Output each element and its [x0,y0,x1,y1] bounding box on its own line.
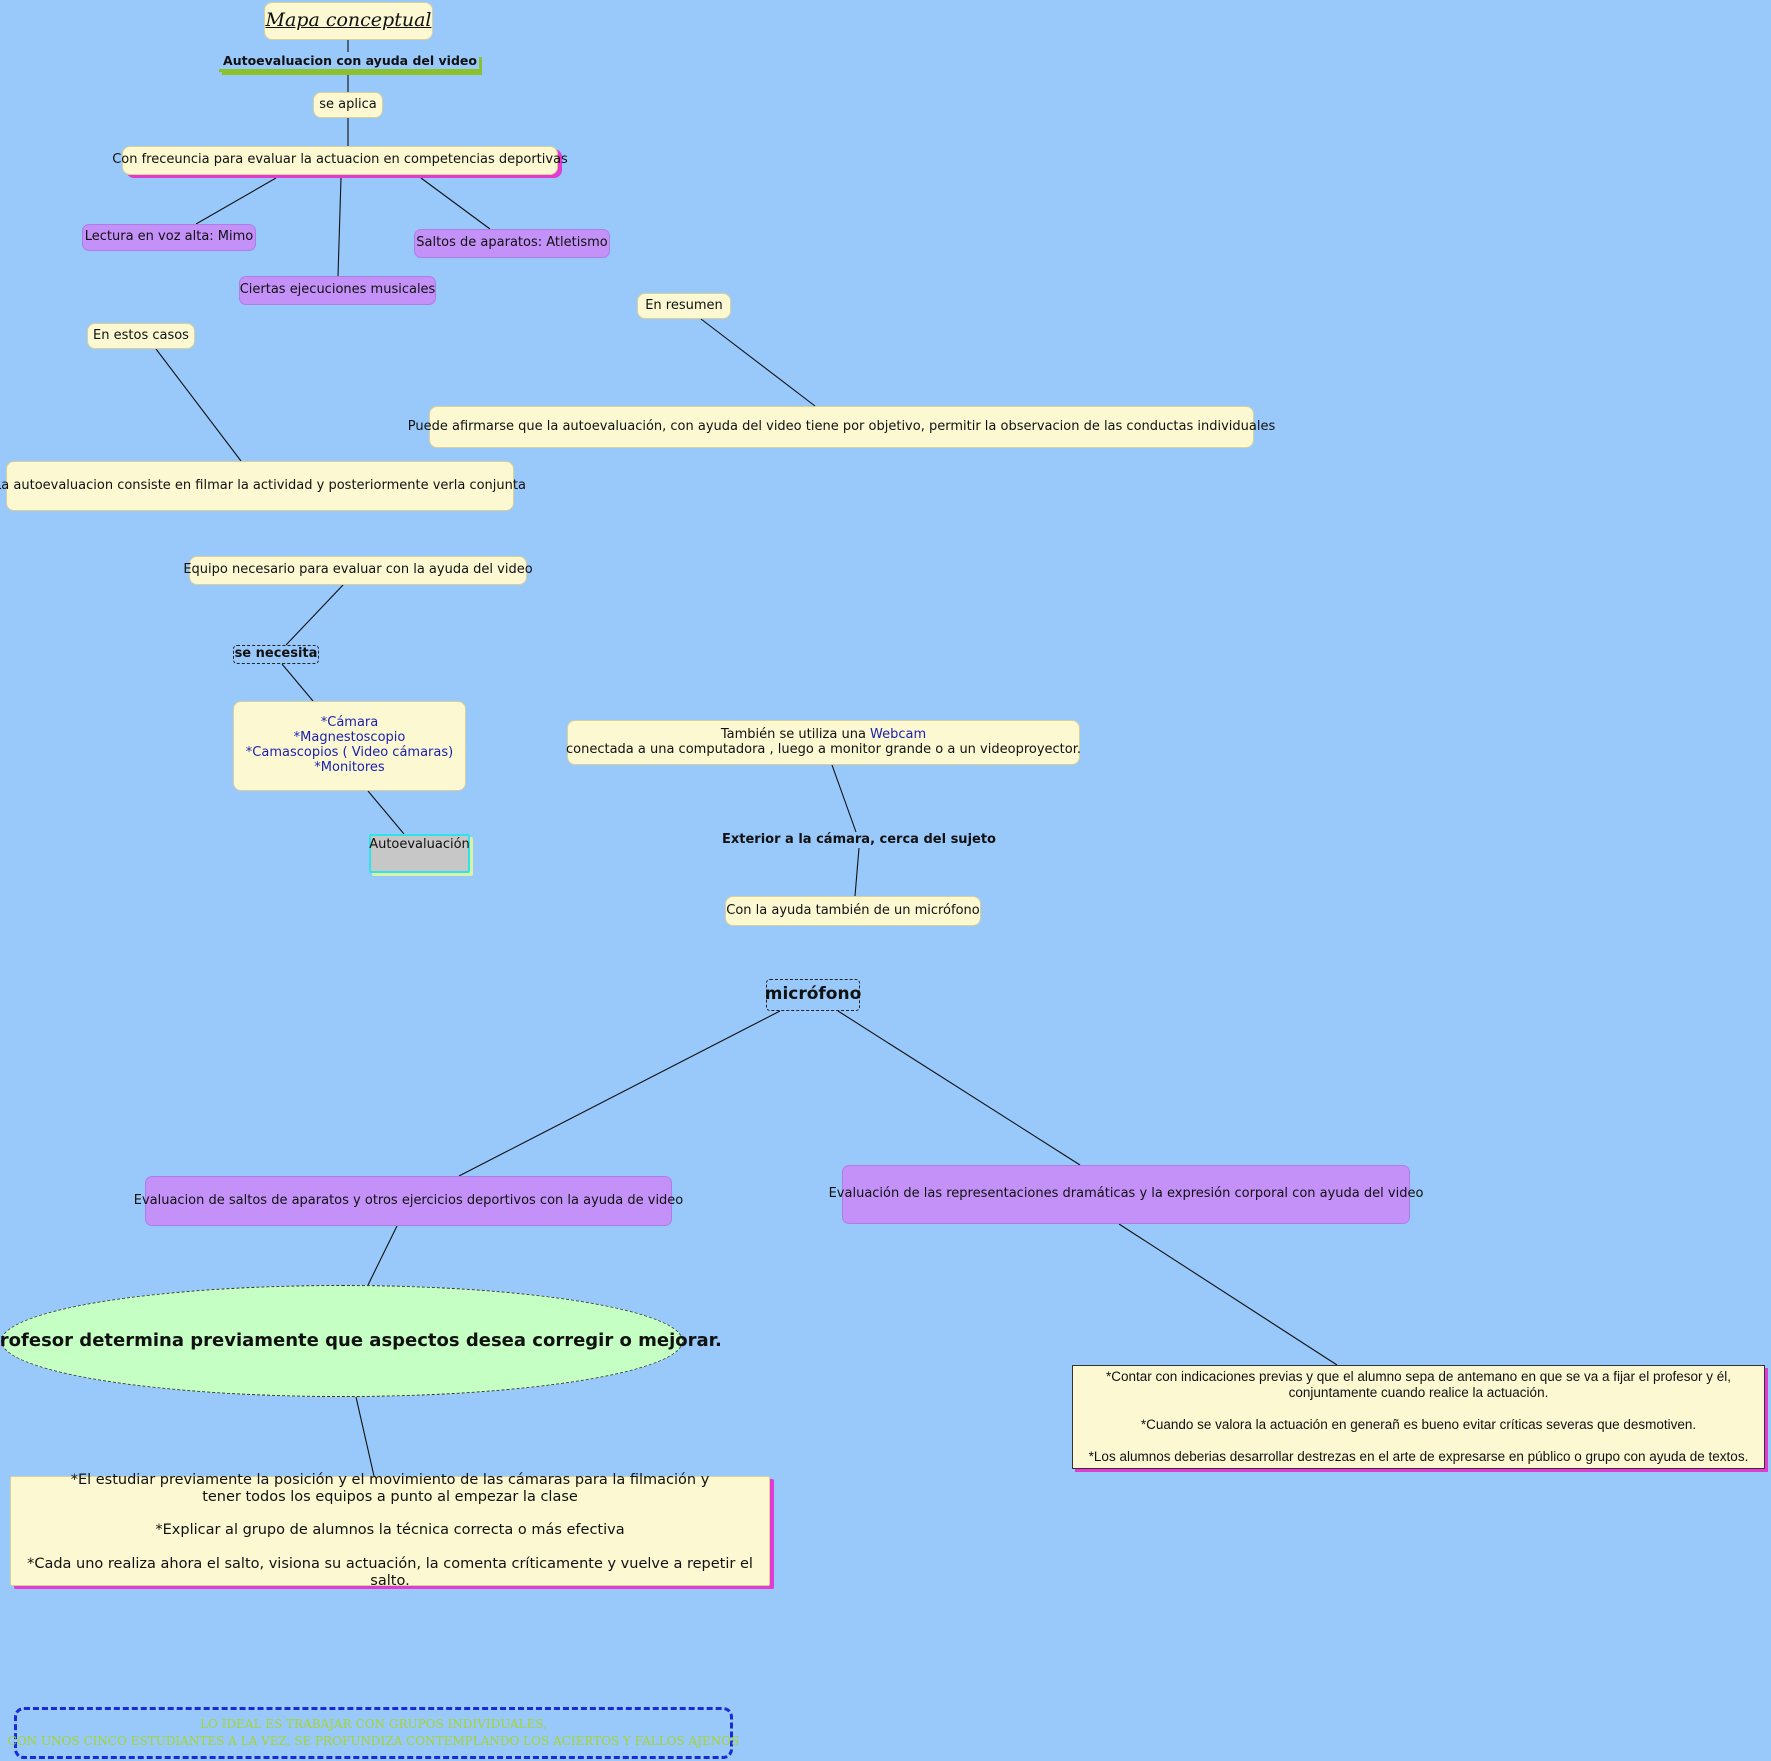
connector [367,790,405,835]
dramaticas-details-node: *Contar con indicaciones previas y que e… [1072,1365,1765,1469]
saltos-node: Saltos de aparatos: Atletismo [414,229,610,258]
equipment-item: *Camascopios ( Video cámaras) [245,745,454,760]
detail-line: *Contar con indicaciones previas y que e… [1105,1368,1732,1400]
lectura-node: Lectura en voz alta: Mimo [82,224,256,251]
connector [458,1010,781,1177]
microfono-ayuda-node: Con la ayuda también de un micrófono [725,896,981,926]
connector [837,1010,1081,1166]
frecuencia-node: Con freceuncia para evaluar la actuacion… [112,146,568,175]
consiste-node: La autoevaluacion consiste en filmar la … [0,461,526,511]
detail-line: *Cuando se valora la actuación en genera… [1140,1417,1697,1432]
connector [155,348,242,462]
microfono-node: micrófono [765,979,861,1011]
eval-saltos-node: Evaluacion de saltos de aparatos y otros… [134,1176,683,1226]
webcam-node: También se utiliza una Webcam conectada … [565,720,1082,765]
connector [367,1225,398,1286]
connector [420,177,491,230]
subtitle-text: Autoevaluacion con ayuda del video [219,53,479,73]
webcam-prefix-text: También se utiliza una [720,726,871,742]
equipment-list-node: *Cámara *Magnestoscopio *Camascopios ( V… [233,701,466,791]
equipo-node: Equipo necesario para evaluar con la ayu… [183,556,533,585]
connector [355,1396,375,1477]
profesor-ellipse: El profesor determina previamente que as… [0,1285,722,1397]
detail-line: *Los alumnos deberias desarrollar destre… [1088,1449,1749,1465]
ideal-note-box: LO IDEAL ES TRABAJAR CON GRUPOS INDIVIDU… [8,1707,739,1759]
detail-line: *Explicar al grupo de alumnos la técnica… [155,1522,625,1539]
webcam-line-2: conectada a una computadora , luego a mo… [565,741,1082,757]
eval-dramaticas-node: Evaluación de las representaciones dramá… [829,1165,1423,1224]
detail-line: *El estudiar previamente la posición y e… [70,1471,710,1505]
equipment-item: *Monitores [314,759,385,775]
exterior-node: Exterior a la cámara, cerca del sujeto [722,831,996,847]
autoevaluacion-node: Autoevaluación [369,834,470,873]
connector [195,177,277,225]
connector [854,847,860,897]
connector [831,764,857,833]
se-necesita-node: se necesita [233,645,319,664]
note-line: LO IDEAL ES TRABAJAR CON GRUPOS INDIVIDU… [200,1716,547,1731]
note-line: CON UNOS CINCO ESTUDIANTES A LA VEZ, SE … [7,1734,740,1748]
equipment-item: *Magnestoscopio [293,730,406,746]
detail-line: *Cada uno realiza ahora el salto, vision… [27,1555,753,1590]
connector [285,584,344,646]
map-title: Mapa conceptual [264,2,433,40]
webcam-link[interactable]: Webcam [870,726,927,742]
musicales-node: Ciertas ejecuciones musicales [239,276,436,305]
subtitle-node: Autoevaluacion con ayuda del video [219,52,479,74]
se-aplica-node: se aplica [313,92,383,118]
connector [1118,1223,1338,1366]
puede-afirmarse-node: Puede afirmarse que la autoevaluación, c… [408,406,1275,448]
saltos-details-node: *El estudiar previamente la posición y e… [10,1472,770,1589]
connector [337,177,342,277]
connector [281,663,314,702]
equipment-item: *Cámara [320,715,379,731]
webcam-line-1: También se utiliza una Webcam [720,726,927,743]
connector [700,318,816,407]
en-estos-casos-node: En estos casos [87,323,195,349]
en-resumen-node: En resumen [637,293,731,319]
